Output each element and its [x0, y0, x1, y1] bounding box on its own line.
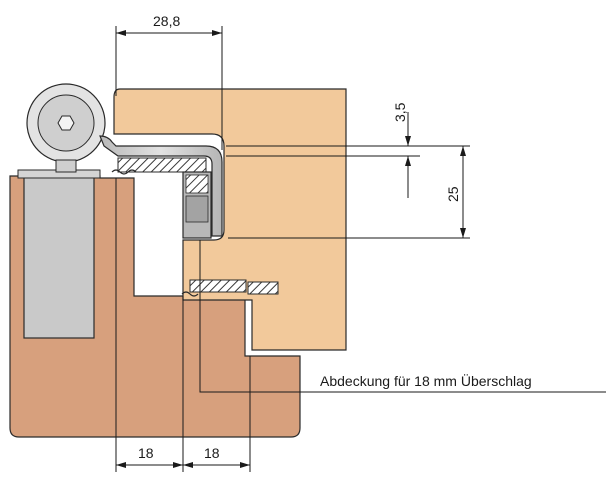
- hinge-arm: [99, 135, 223, 237]
- dim-gap-small-label: 3,5: [392, 102, 408, 122]
- upper-seal-lip: [111, 169, 137, 175]
- dimension-height-right: [228, 146, 470, 239]
- lower-seal-lip: [181, 291, 199, 297]
- frame-plate: [23, 175, 95, 339]
- hinge-body-hatch: [185, 174, 209, 194]
- upper-seal: [117, 157, 207, 173]
- hinge-body-inner: [185, 195, 209, 223]
- sash-profile: [113, 88, 347, 351]
- dimension-top-width: [115, 26, 223, 150]
- dim-top-width-label: 28,8: [153, 13, 180, 29]
- dimension-gap-small: [226, 112, 470, 198]
- callout-label: Abdeckung für 18 mm Überschlag: [320, 372, 532, 389]
- hinge-stem: [55, 159, 77, 173]
- hex-socket-icon: [57, 115, 75, 131]
- dim-height-right-label: 25: [445, 186, 461, 202]
- dim-bottom-right-label: 18: [204, 445, 220, 461]
- dimension-bottom: [116, 462, 250, 468]
- lower-seal: [189, 279, 247, 293]
- dim-bottom-left-label: 18: [138, 445, 154, 461]
- callout-leader: [199, 240, 606, 393]
- bottom-extension-lines: [115, 178, 251, 472]
- lower-seal-right: [247, 281, 279, 295]
